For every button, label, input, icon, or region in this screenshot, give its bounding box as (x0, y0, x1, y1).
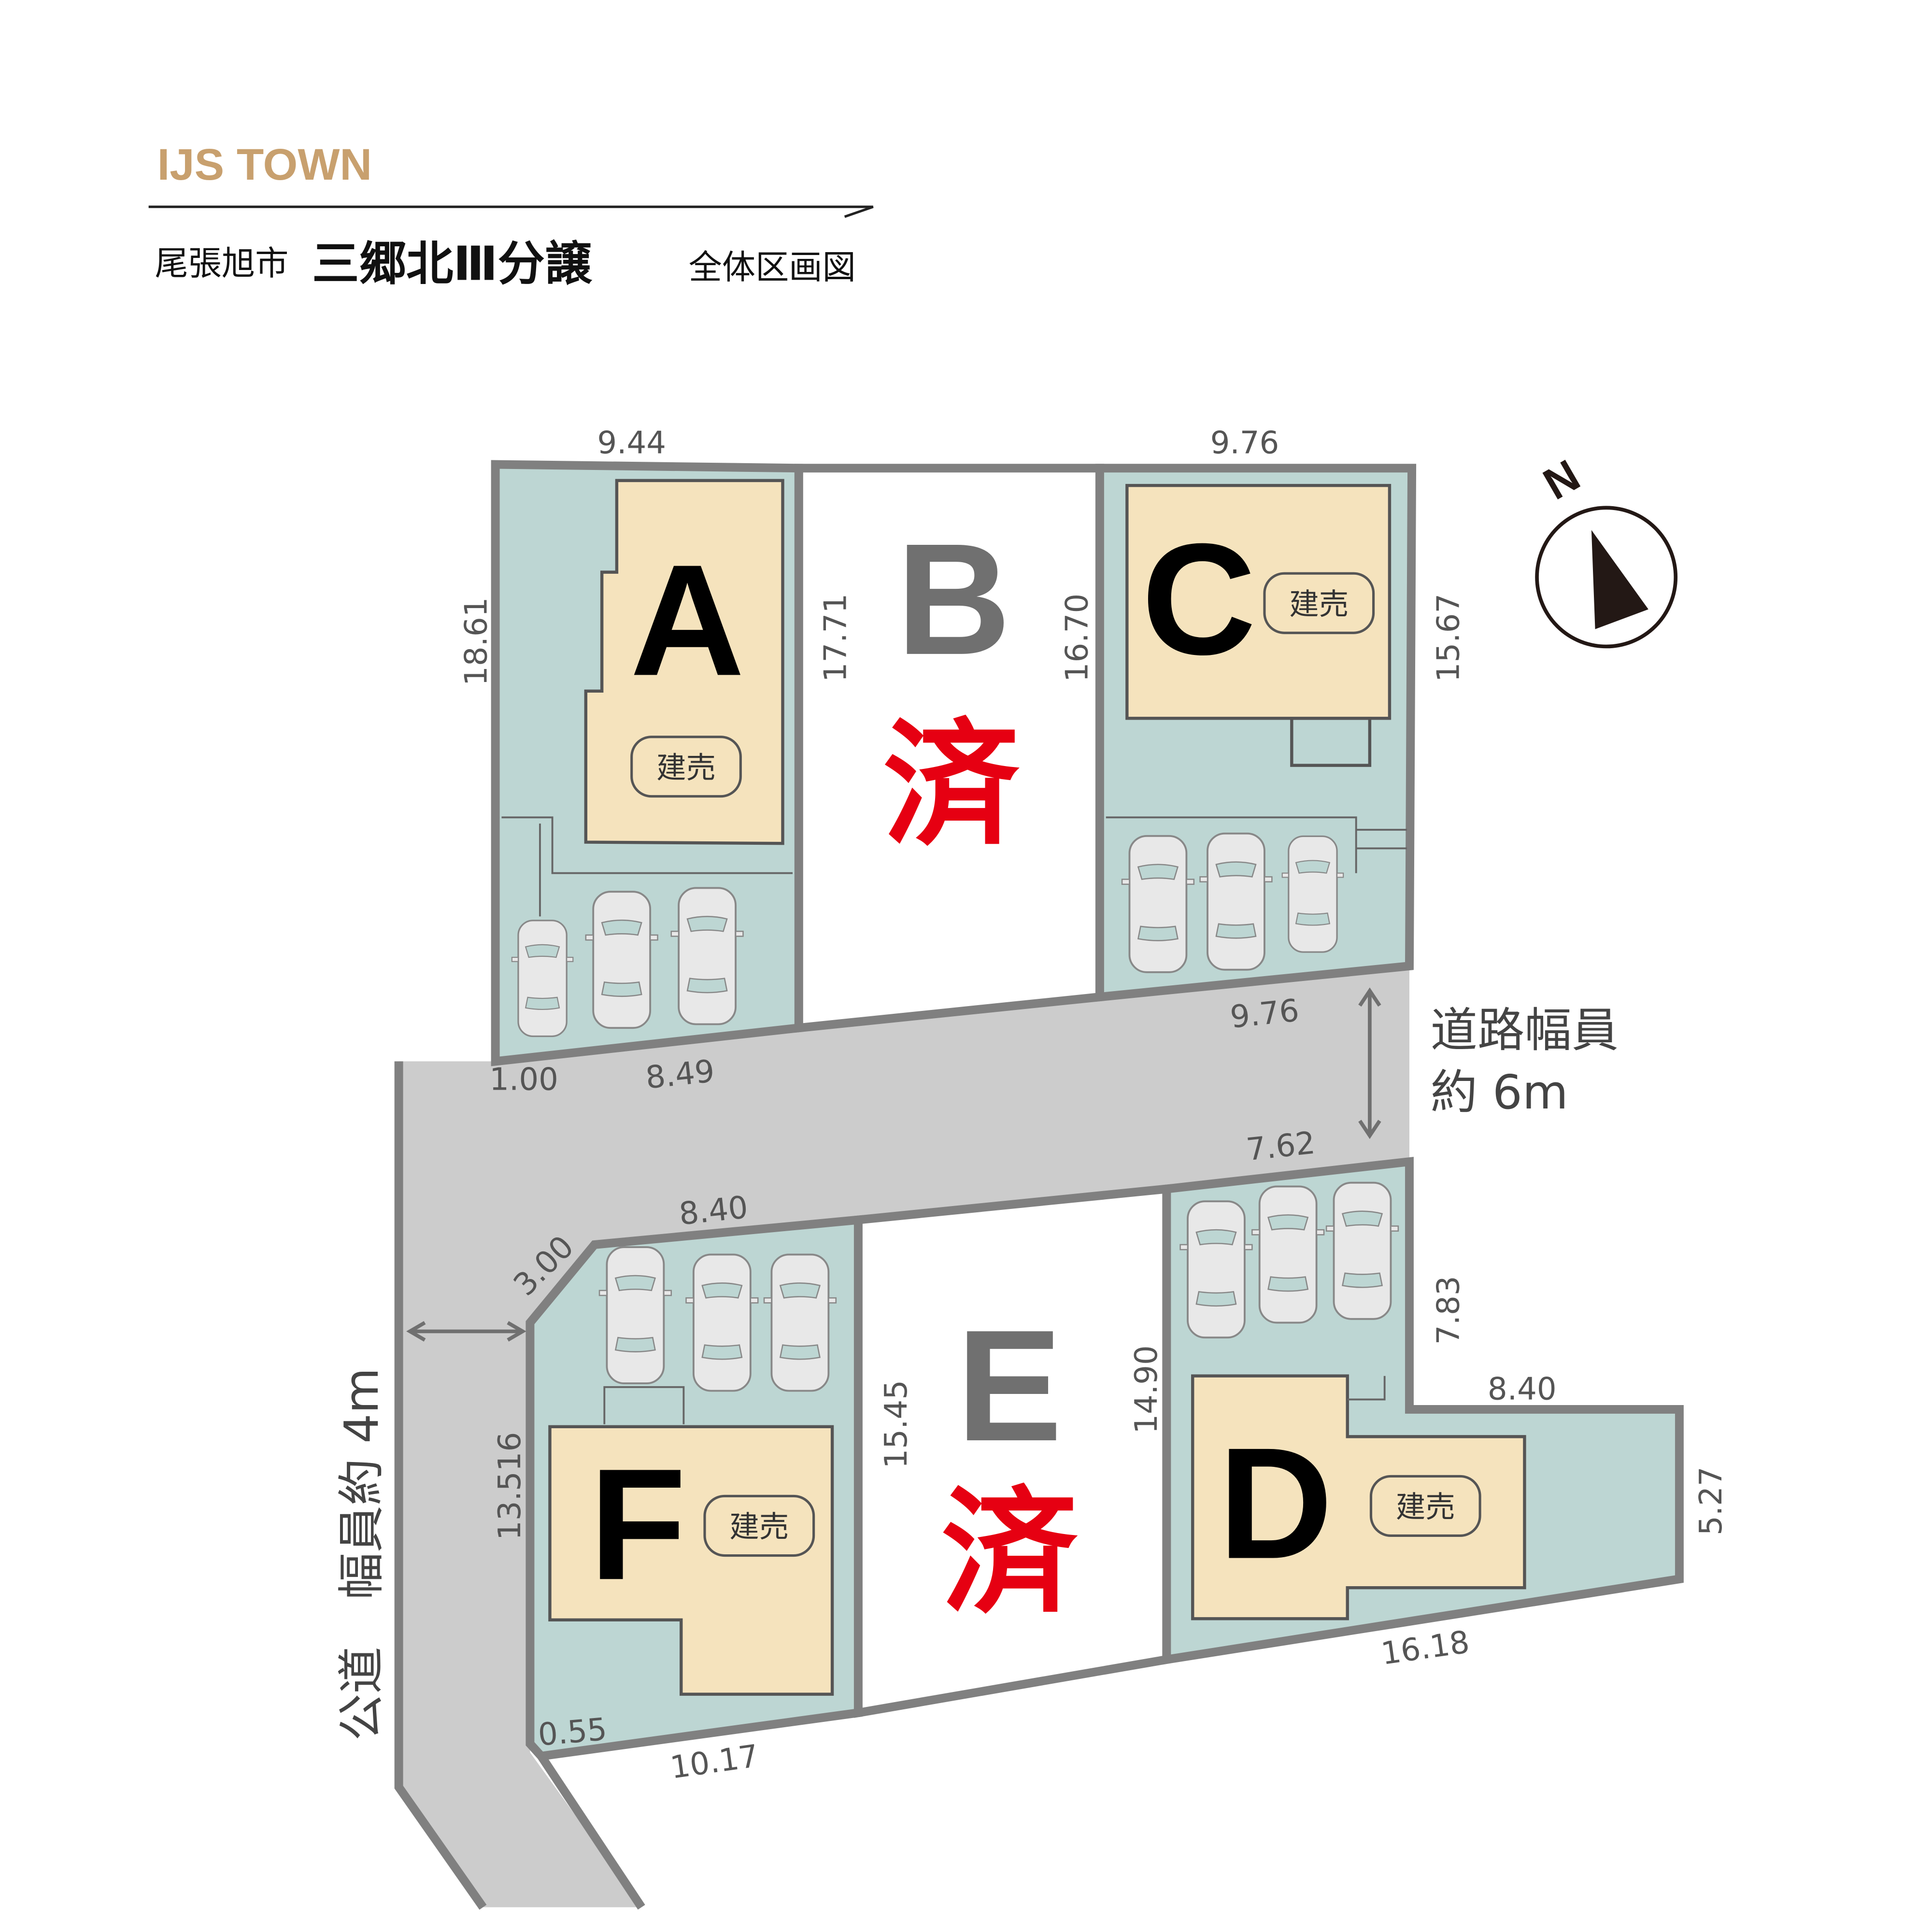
car-icon (1251, 1185, 1325, 1324)
main-road-width-value: 約 6m (1431, 1065, 1568, 1120)
dim-f-left: 13.516 (492, 1432, 528, 1540)
doc-type: 全体区画図 (689, 248, 856, 287)
dim-d-right-upper: 7.83 (1431, 1276, 1467, 1345)
badge-c (1263, 572, 1375, 634)
porch-c (1290, 716, 1372, 767)
dim-d-top: 7.62 (1245, 1125, 1317, 1168)
car-icon (763, 1253, 837, 1392)
house-a (584, 479, 784, 845)
car-icon (585, 891, 658, 1029)
car-icon (685, 1253, 759, 1392)
badge-d (1369, 1475, 1481, 1537)
badge-a (630, 736, 742, 798)
dim-a-top: 9.44 (597, 425, 666, 461)
compass-north-label: N (1535, 450, 1588, 509)
car-icon (1121, 835, 1195, 973)
car-icon (1281, 835, 1344, 953)
dim-a-corner: 1.00 (489, 1062, 558, 1097)
dim-d-right: 5.27 (1693, 1466, 1729, 1535)
car-icon (670, 887, 744, 1025)
car-icon (1199, 832, 1273, 971)
fences (501, 816, 1407, 1424)
project-title: 三郷北Ⅲ分譲 (312, 236, 593, 291)
main-road-width-label: 道路幅員 (1431, 1003, 1619, 1058)
dim-d-bottom: 16.18 (1379, 1624, 1472, 1672)
badge-f (703, 1494, 815, 1557)
dim-d-left: 14.90 (1129, 1345, 1165, 1434)
north-compass: N (1535, 450, 1678, 649)
dim-d-step: 8.40 (1488, 1371, 1557, 1407)
city-name: 尾張旭市 (155, 244, 289, 283)
dim-c-bottom: 9.76 (1228, 993, 1301, 1036)
car-icon (1325, 1181, 1399, 1320)
badge-d-text: 建売 (1396, 1490, 1455, 1524)
lot-a-label: A (630, 531, 745, 709)
badge-f-text: 建売 (729, 1509, 789, 1544)
house-d (1191, 1374, 1526, 1620)
lot-e-label: E (956, 1297, 1062, 1474)
road-edge (394, 1061, 487, 1910)
house-f (548, 1425, 834, 1696)
lot-c-label: C (1142, 511, 1256, 688)
car-icon (511, 920, 574, 1037)
dim-e-left: 15.45 (879, 1380, 914, 1468)
brand-logo: IJS TOWN (157, 139, 372, 189)
badge-a-text: 建売 (656, 750, 716, 785)
car-icon (1179, 1200, 1253, 1339)
lot-b-label: B (896, 511, 1011, 688)
dim-f-top: 8.40 (677, 1190, 750, 1233)
dim-c-top: 9.76 (1210, 425, 1279, 461)
header-divider (148, 205, 874, 218)
lot-b-sold: 済 (883, 706, 1021, 865)
car-icon (598, 1246, 672, 1385)
dim-c-right: 15.67 (1431, 594, 1467, 682)
dim-a-bottom: 8.49 (644, 1053, 716, 1096)
dim-b-left: 17.71 (818, 594, 853, 682)
road (398, 966, 1409, 1907)
lot-f-label: F (589, 1435, 686, 1613)
dim-c-left: 16.70 (1059, 594, 1095, 682)
road-edge (538, 1753, 645, 1910)
compass-arrow-icon (1591, 530, 1648, 629)
lot-e-sold: 済 (941, 1474, 1080, 1633)
badge-c-text: 建売 (1289, 587, 1349, 622)
dim-a-left: 18.61 (459, 597, 495, 686)
side-road-label: 公道 幅員約 4m (334, 1368, 389, 1741)
dim-f-bottom: 10.17 (668, 1738, 761, 1786)
lot-d-label: D (1219, 1415, 1333, 1592)
house-c (1125, 483, 1392, 720)
parking-cars (511, 832, 1399, 1392)
dim-f-corner-bottom: 0.55 (537, 1712, 609, 1753)
